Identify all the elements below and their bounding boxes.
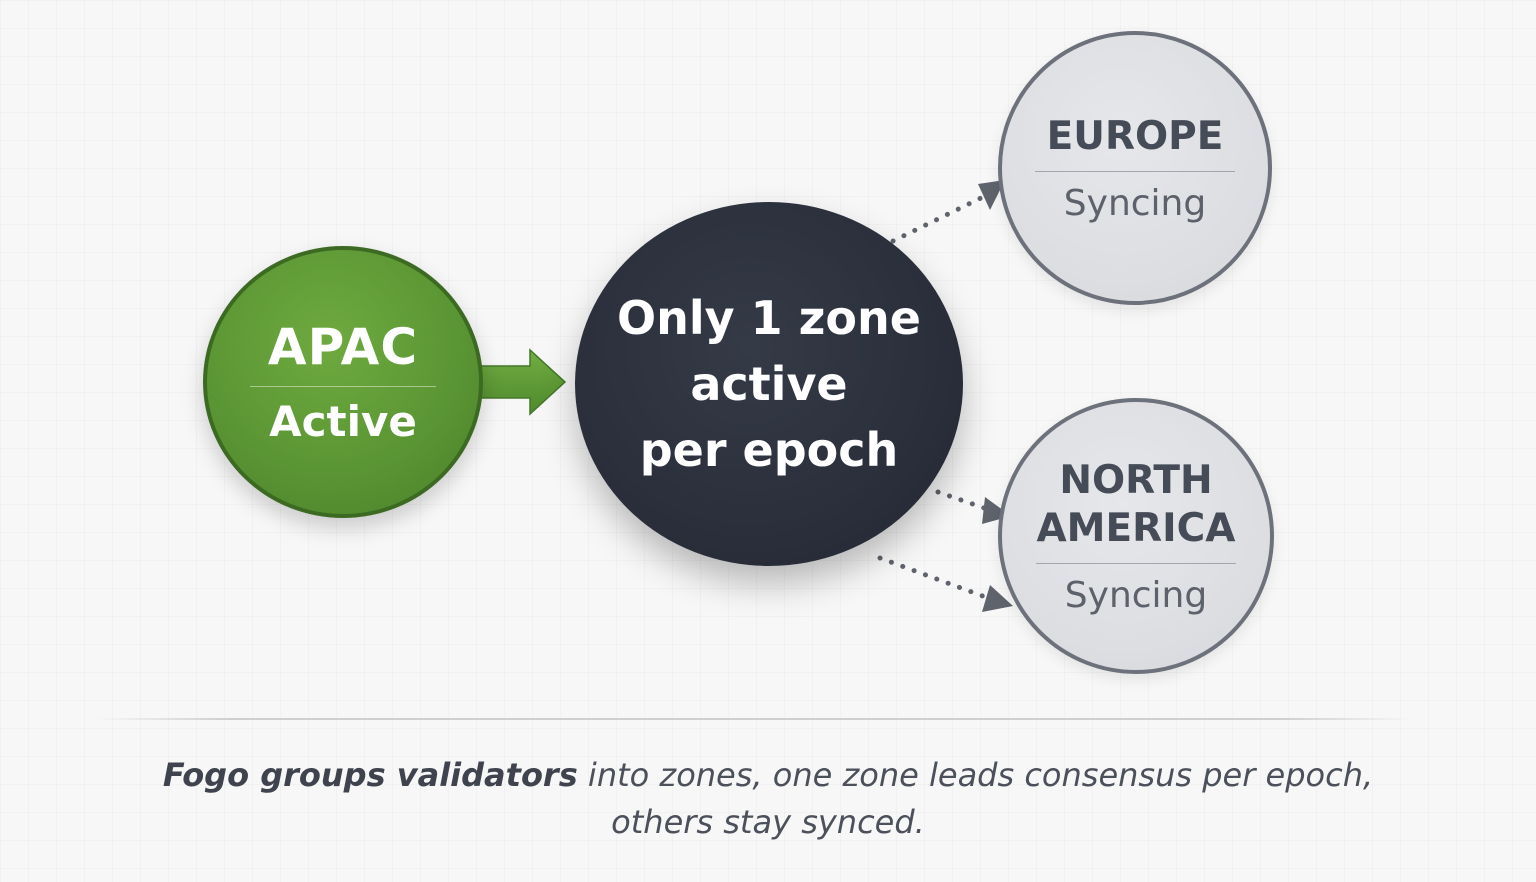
north-america-zone-status: Syncing	[1064, 574, 1208, 616]
center-to-na-arrowhead-2	[982, 585, 1013, 612]
apac-zone-node: APAC Active	[203, 246, 483, 518]
center-to-na-dotted-line-2	[877, 555, 991, 601]
north-america-zone-title-line-2: AMERICA	[1036, 505, 1236, 551]
center-to-europe-arrowhead	[978, 180, 1005, 210]
caption-line-1: Fogo groups validators into zones, one z…	[120, 752, 1416, 799]
caption-line-2: others stay synced.	[611, 803, 925, 841]
hub-text-line-2: active	[690, 357, 848, 411]
caption-line-1-rest: into zones, one zone leads consensus per…	[577, 756, 1374, 794]
north-america-zone-title-line-1: NORTH	[1059, 457, 1213, 503]
active-zone-hub: Only 1 zone active per epoch	[575, 202, 963, 566]
apac-zone-title: APAC	[267, 317, 419, 376]
center-to-europe-dotted-line	[890, 193, 988, 244]
europe-zone-node: EUROPE Syncing	[998, 31, 1272, 305]
caption-divider	[96, 718, 1414, 720]
hub-text-line-3: per epoch	[639, 423, 899, 477]
europe-zone-divider	[1035, 170, 1235, 172]
caption-bold-text: Fogo groups validators	[162, 756, 578, 794]
europe-zone-status: Syncing	[1063, 182, 1207, 224]
north-america-zone-divider	[1036, 562, 1236, 564]
center-to-na-dotted-line-1	[935, 489, 993, 513]
hub-text-line-1: Only 1 zone	[617, 291, 921, 345]
apac-zone-divider	[250, 385, 436, 387]
north-america-zone-node: NORTH AMERICA Syncing	[998, 398, 1274, 674]
apac-to-center-arrow	[479, 348, 567, 416]
europe-zone-title: EUROPE	[1046, 113, 1224, 159]
caption: Fogo groups validators into zones, one z…	[120, 752, 1416, 846]
apac-zone-status: Active	[269, 396, 417, 446]
